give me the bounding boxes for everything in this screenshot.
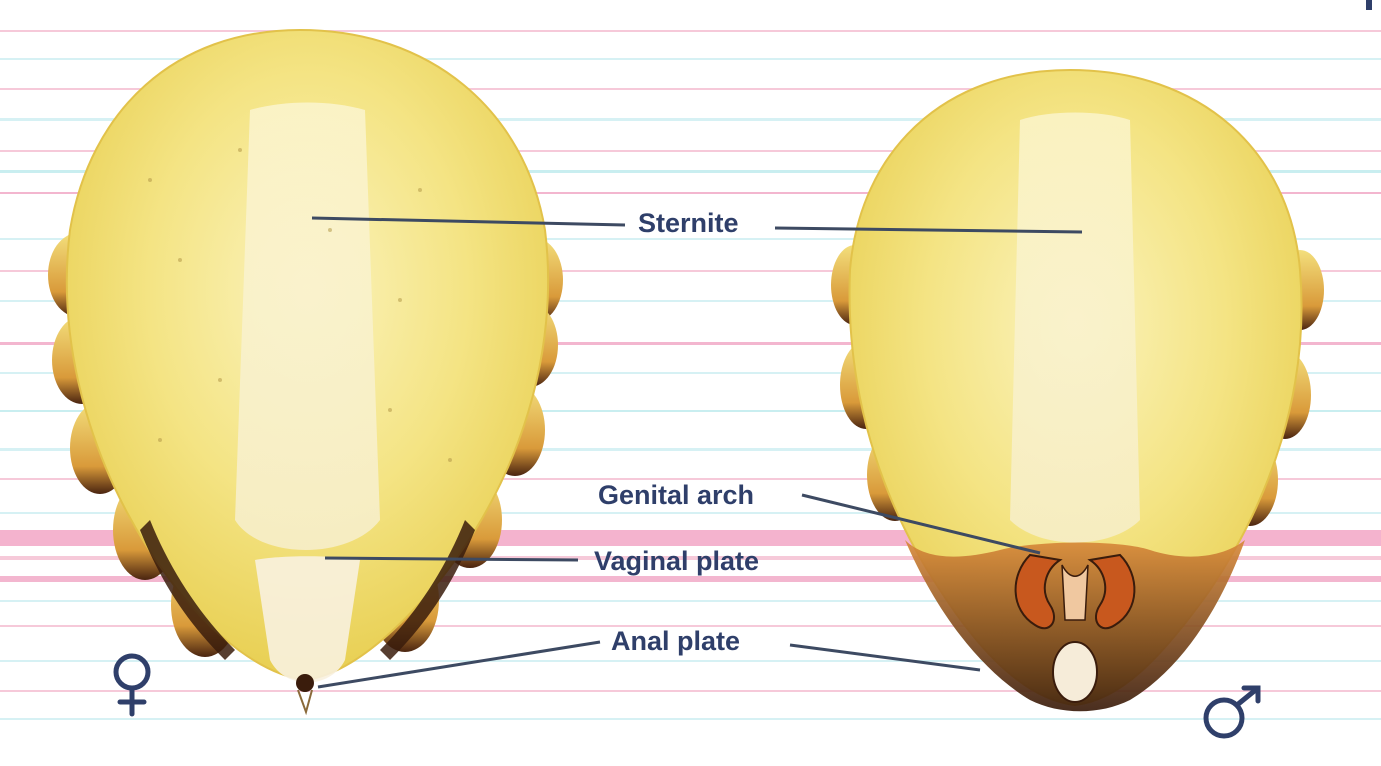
label-vaginal-plate: Vaginal plate xyxy=(594,546,759,576)
vaginal-plate-leader xyxy=(325,558,578,560)
label-genital-arch: Genital arch xyxy=(598,480,754,510)
female-anal-plate xyxy=(296,674,314,692)
male-anal-plate xyxy=(1053,642,1097,702)
label-anal-plate: Anal plate xyxy=(611,626,740,656)
label-sternite: Sternite xyxy=(638,208,739,238)
